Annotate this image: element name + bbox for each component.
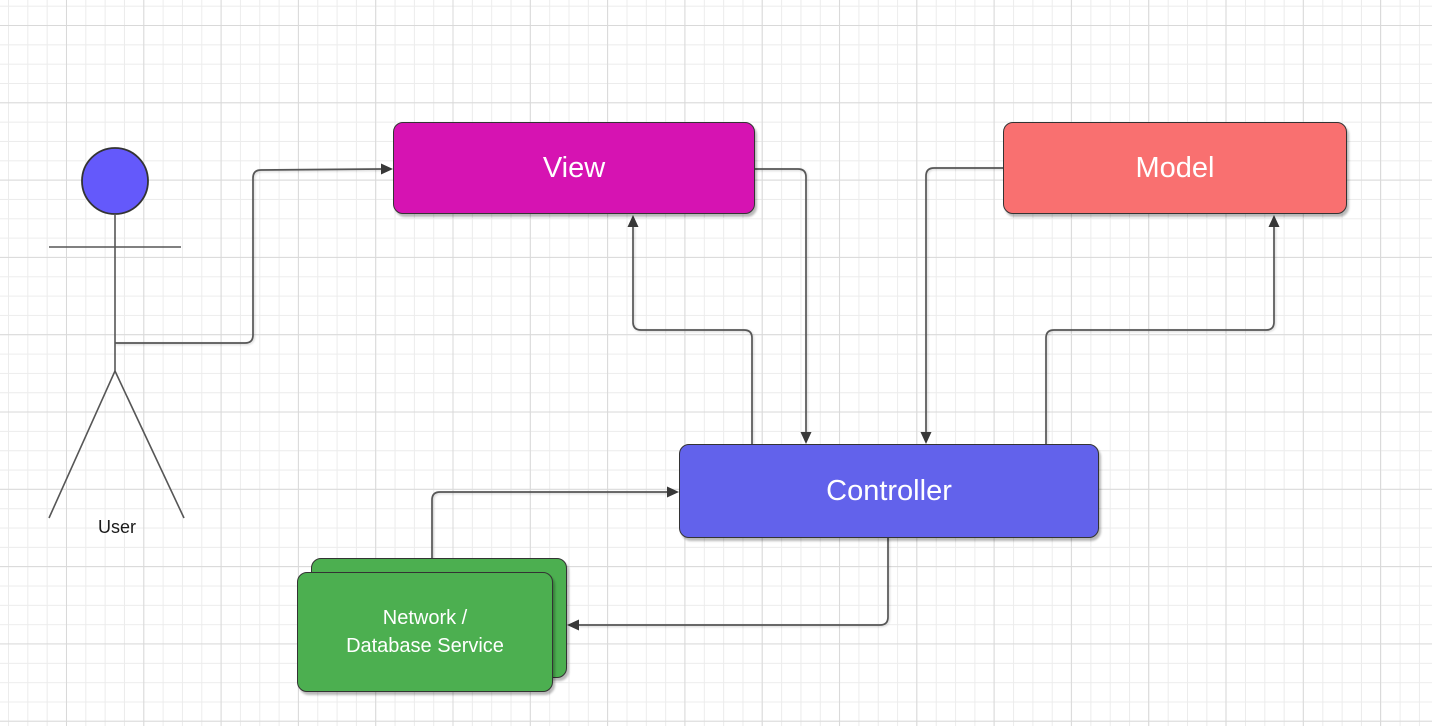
arrowhead-into-view-left — [381, 163, 393, 175]
edge-view-to-controller[interactable] — [755, 168, 807, 433]
edge-controller-to-view[interactable] — [632, 226, 753, 444]
node-controller[interactable]: Controller — [679, 444, 1099, 538]
node-view[interactable]: View — [393, 122, 755, 214]
node-service[interactable]: Network / Database Service — [297, 572, 553, 692]
arrowhead-into-controller-top-left — [800, 432, 812, 444]
edges-group — [115, 167, 1275, 626]
arrowheads-group — [381, 163, 1280, 631]
arrowhead-into-controller-top-right — [920, 432, 932, 444]
edge-controller-to-model[interactable] — [1045, 226, 1275, 444]
service-label: Network / Database Service — [346, 607, 504, 657]
user-actor-shape[interactable] — [48, 147, 185, 519]
controller-label: Controller — [826, 474, 952, 507]
node-model[interactable]: Model — [1003, 122, 1347, 214]
arrowhead-into-service-right — [567, 619, 579, 631]
user-left-leg[interactable] — [48, 370, 116, 519]
arrowhead-into-controller-left — [667, 486, 679, 498]
model-label: Model — [1135, 151, 1215, 184]
edge-model-to-controller[interactable] — [925, 167, 1003, 433]
view-label: View — [542, 151, 606, 184]
user-label: User — [97, 517, 136, 537]
edge-service-to-controller[interactable] — [431, 491, 668, 558]
arrowhead-into-model-bottom — [1268, 215, 1280, 227]
edge-controller-to-service[interactable] — [578, 538, 889, 626]
user-right-leg[interactable] — [114, 370, 185, 519]
user-head[interactable] — [81, 147, 149, 215]
edge-user-to-view[interactable] — [115, 168, 383, 344]
arrowhead-into-view-bottom — [627, 215, 639, 227]
